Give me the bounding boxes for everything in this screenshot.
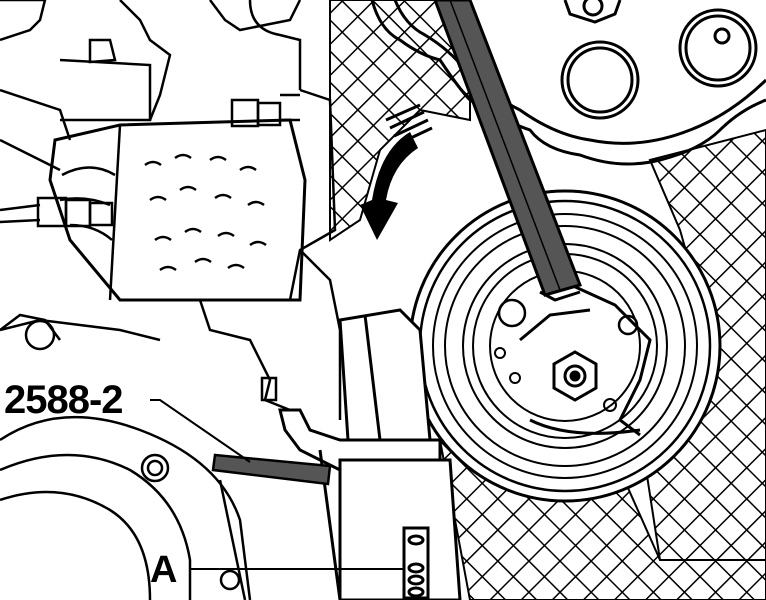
tool-callout-label: 2588-2 — [4, 378, 124, 422]
marker-a-label: A — [150, 549, 178, 591]
setting-tool — [278, 308, 462, 600]
hex-key — [433, 0, 582, 302]
curved-arrow-icon — [360, 103, 433, 240]
engine-block — [0, 0, 342, 600]
leader-lines — [150, 399, 405, 570]
tensioner-pulley — [408, 189, 722, 503]
camshaft-sprocket — [370, 0, 766, 166]
locking-pin — [211, 453, 332, 486]
